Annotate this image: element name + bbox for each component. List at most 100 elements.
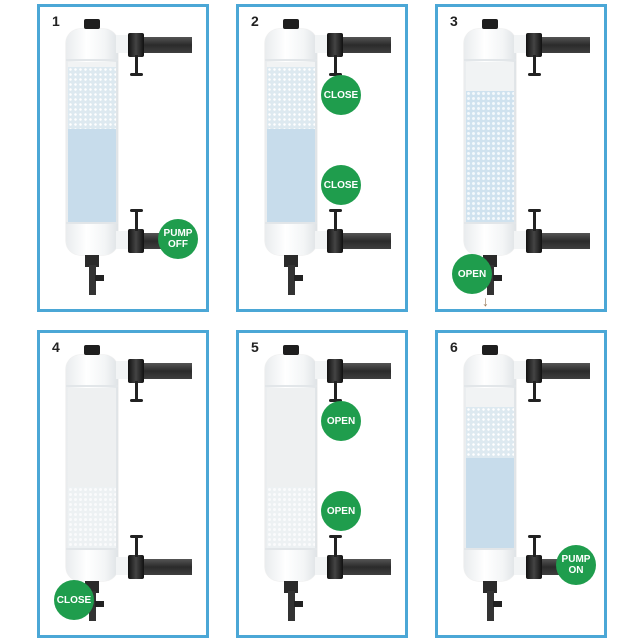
top-valve-handle-icon (528, 399, 541, 402)
bottom-valve-handle-icon (329, 209, 342, 212)
empty-layer (267, 388, 315, 488)
step-number: 2 (251, 13, 259, 29)
top-cap (283, 19, 299, 29)
foam-layer (267, 66, 315, 130)
drain-fitting (284, 581, 298, 593)
column-band (265, 385, 317, 387)
bottom-inlet-neck (315, 231, 329, 249)
column-tube (267, 388, 315, 548)
drain-stem (89, 265, 96, 295)
top-outlet-neck (514, 35, 528, 53)
top-outlet-neck (514, 361, 528, 379)
status-badge-bottom-valve: CLOSE (321, 165, 361, 205)
badge-label: OPEN (326, 415, 356, 427)
top-pipe (130, 363, 192, 379)
bottom-valve-stem (135, 537, 138, 557)
column-band (464, 59, 516, 61)
drain-valve-knob (493, 275, 502, 281)
column-tube (68, 388, 116, 548)
bottom-inlet-neck (514, 557, 528, 575)
bottom-valve-handle-icon (528, 535, 541, 538)
badge-label: OFF (168, 239, 188, 250)
drain-fitting (483, 581, 497, 593)
column-tube (466, 62, 514, 222)
bottom-valve-stem (533, 211, 536, 231)
drain-stem (288, 591, 295, 621)
step-number: 5 (251, 339, 259, 355)
badge-label: CLOSE (56, 594, 92, 606)
badge-label: ON (568, 565, 584, 576)
top-valve-handle-icon (329, 399, 342, 402)
drain-valve-knob (493, 601, 502, 607)
top-valve-handle-icon (528, 73, 541, 76)
badge-label: CLOSE (323, 89, 359, 101)
bottom-valve-fitting (327, 555, 343, 579)
column-band (265, 548, 317, 550)
step-number: 6 (450, 339, 458, 355)
status-badge-bottom-valve: OPEN (321, 491, 361, 531)
top-pipe (528, 363, 590, 379)
top-pipe (130, 37, 192, 53)
top-outlet-neck (116, 361, 130, 379)
top-outlet-neck (315, 361, 329, 379)
badge-label: PUMP (561, 554, 591, 565)
bottom-inlet-neck (116, 557, 130, 575)
column-band (464, 222, 516, 224)
column-tube (267, 62, 315, 222)
bottom-valve-stem (533, 537, 536, 557)
badge-label: CLOSE (323, 179, 359, 191)
column-tube (466, 388, 514, 548)
step-panel-3: 3↓OPEN (435, 4, 607, 312)
bottom-pipe (528, 233, 590, 249)
status-badge-drain: CLOSE (54, 580, 94, 620)
top-outlet-neck (116, 35, 130, 53)
top-pipe (329, 37, 391, 53)
top-valve-stem (135, 55, 138, 75)
bottom-valve-fitting (327, 229, 343, 253)
empty-layer (68, 388, 116, 488)
top-pipe (329, 363, 391, 379)
bottom-valve-handle-icon (528, 209, 541, 212)
bottom-valve-stem (334, 537, 337, 557)
liquid-layer (267, 129, 315, 222)
top-cap (482, 345, 498, 355)
status-badge-drain: OPEN (452, 254, 492, 294)
bottom-valve-handle-icon (329, 535, 342, 538)
status-badge-top-valve: OPEN (321, 401, 361, 441)
bottom-valve-fitting (526, 229, 542, 253)
foam-layer (68, 66, 116, 130)
badge-label: PUMP (163, 228, 193, 239)
column-band (66, 59, 118, 61)
bottom-valve-stem (334, 211, 337, 231)
drain-fitting (85, 255, 99, 267)
liquid-layer (68, 129, 116, 222)
bottom-pipe (329, 559, 391, 575)
column-band (464, 548, 516, 550)
bubbly-bead-layer (466, 90, 514, 222)
column-band (66, 548, 118, 550)
bottom-valve-stem (135, 211, 138, 231)
top-outlet-neck (315, 35, 329, 53)
top-pipe (528, 37, 590, 53)
top-valve-handle-icon (329, 73, 342, 76)
bead-layer (267, 487, 315, 548)
top-valve-fitting (128, 359, 144, 383)
bottom-inlet-neck (315, 557, 329, 575)
bottom-valve-fitting (128, 229, 144, 253)
top-valve-stem (533, 381, 536, 401)
top-valve-fitting (327, 33, 343, 57)
badge-label: OPEN (326, 505, 356, 517)
top-valve-stem (135, 381, 138, 401)
drain-valve-knob (95, 275, 104, 281)
bottom-valve-handle-icon (130, 535, 143, 538)
bottom-pipe (329, 233, 391, 249)
top-valve-handle-icon (130, 399, 143, 402)
step-number: 1 (52, 13, 60, 29)
bottom-inlet-neck (514, 231, 528, 249)
bottom-valve-handle-icon (130, 209, 143, 212)
